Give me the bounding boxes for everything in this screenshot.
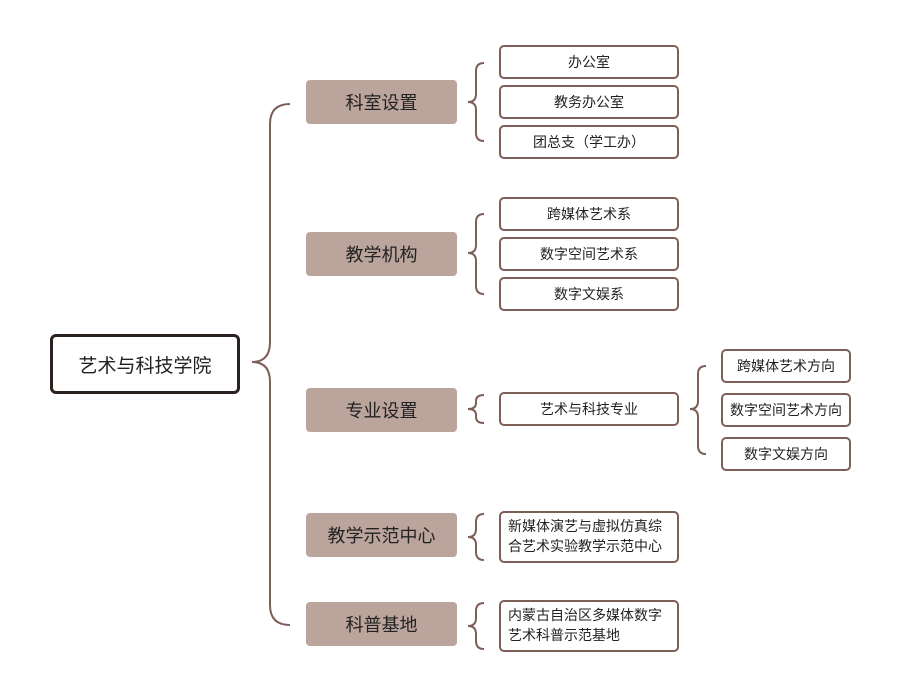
- leaf-node-demo-center[interactable]: 新媒体演艺与虚拟仿真综 合艺术实验教学示范中心: [499, 511, 679, 563]
- leaf-node-science-base[interactable]: 内蒙古自治区多媒体数字 艺术科普示范基地: [499, 600, 679, 652]
- leaf-node-department-3[interactable]: 数字文娱系: [499, 277, 679, 311]
- root-brace: [251, 103, 291, 626]
- brace-cat-2: [467, 213, 485, 295]
- leaf-node-office-3[interactable]: 团总支（学工办）: [499, 125, 679, 159]
- brace-cat-3: [467, 394, 485, 424]
- leaf-node-office-2[interactable]: 教务办公室: [499, 85, 679, 119]
- category-node-majors[interactable]: 专业设置: [306, 388, 457, 432]
- leaf-node-direction-3[interactable]: 数字文娱方向: [721, 437, 851, 471]
- category-node-science-base[interactable]: 科普基地: [306, 602, 457, 646]
- brace-sub-3: [689, 365, 707, 455]
- leaf-node-direction-2[interactable]: 数字空间艺术方向: [721, 393, 851, 427]
- leaf-node-office-1[interactable]: 办公室: [499, 45, 679, 79]
- root-node[interactable]: 艺术与科技学院: [50, 334, 240, 394]
- leaf-node-major[interactable]: 艺术与科技专业: [499, 392, 679, 426]
- leaf-node-direction-1[interactable]: 跨媒体艺术方向: [721, 349, 851, 383]
- leaf-node-department-2[interactable]: 数字空间艺术系: [499, 237, 679, 271]
- brace-cat-5: [467, 602, 485, 650]
- brace-cat-4: [467, 513, 485, 561]
- leaf-node-department-1[interactable]: 跨媒体艺术系: [499, 197, 679, 231]
- category-node-teaching-institutions[interactable]: 教学机构: [306, 232, 457, 276]
- brace-cat-1: [467, 62, 485, 142]
- category-node-demo-center[interactable]: 教学示范中心: [306, 513, 457, 557]
- category-node-office[interactable]: 科室设置: [306, 80, 457, 124]
